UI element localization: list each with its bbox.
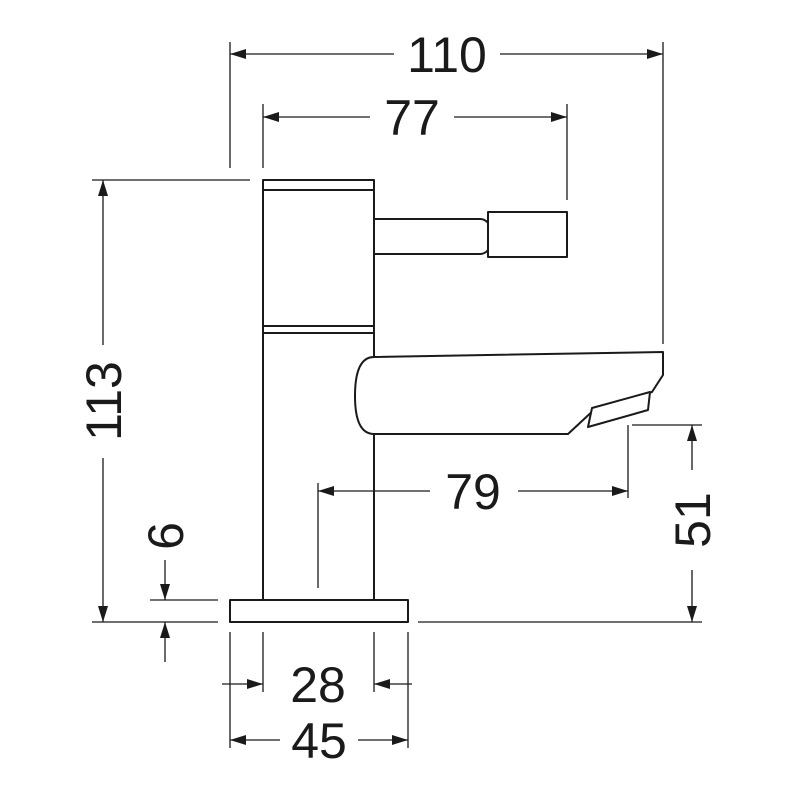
dimension-overall-height-label: 113 (76, 361, 132, 441)
dimension-spout-height: 51 (665, 425, 721, 622)
tap-outline (229, 179, 664, 623)
dimension-base-diameter: 45 (230, 713, 408, 769)
dimension-handle-reach-label: 77 (384, 90, 440, 146)
dimension-overall-height: 113 (76, 180, 132, 622)
tap-handle-lever (364, 218, 491, 255)
dimension-body-diameter-label: 28 (290, 657, 346, 713)
dimension-handle-reach: 77 (263, 90, 567, 146)
dimension-body-diameter: 28 (222, 657, 412, 713)
tap-handle-head (262, 179, 375, 334)
dimension-base-thickness: 6 (138, 522, 194, 662)
tap-spout (354, 351, 664, 435)
dimension-spout-projection-label: 79 (445, 464, 501, 520)
dimension-base-diameter-label: 45 (291, 713, 347, 769)
extension-lines (92, 42, 702, 748)
tap-spout-outlet (587, 391, 651, 428)
tap-handle-grip (487, 211, 568, 258)
dimension-base-thickness-label: 6 (138, 522, 194, 550)
dimension-spout-projection: 79 (318, 464, 628, 520)
dimension-overall-width: 110 (230, 27, 663, 83)
tap-base-plate (229, 599, 409, 623)
dimension-overall-width-label: 110 (407, 27, 487, 83)
dimension-spout-height-label: 51 (665, 492, 721, 548)
